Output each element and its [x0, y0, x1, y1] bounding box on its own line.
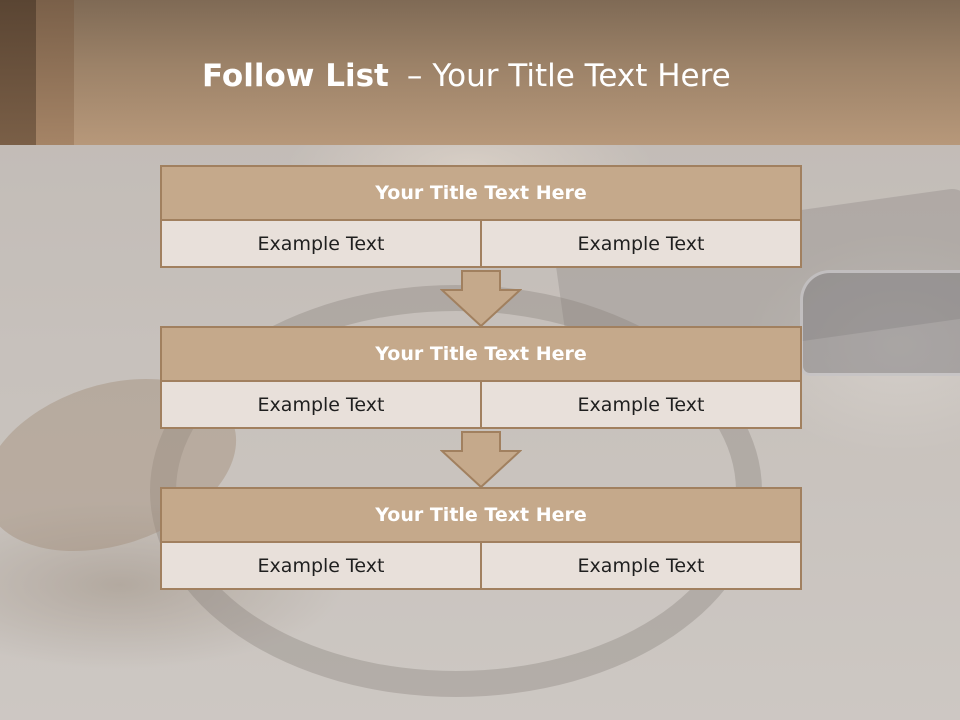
slide-title[interactable]: Follow List–Your Title Text Here — [202, 54, 731, 98]
header-accent-stripe — [0, 0, 36, 145]
flow-step-row: Example Text Example Text — [160, 541, 802, 590]
flow-step-cell-right[interactable]: Example Text — [480, 219, 802, 268]
photo-side-mirror — [800, 270, 960, 376]
flow-step-title[interactable]: Your Title Text Here — [160, 487, 802, 543]
flow-step[interactable]: Your Title Text Here Example Text Exampl… — [160, 165, 802, 268]
flow-step[interactable]: Your Title Text Here Example Text Exampl… — [160, 326, 802, 429]
flow-step-row: Example Text Example Text — [160, 219, 802, 268]
flow-step-title[interactable]: Your Title Text Here — [160, 326, 802, 382]
flow-step-title[interactable]: Your Title Text Here — [160, 165, 802, 221]
flow-step-cell-right[interactable]: Example Text — [480, 541, 802, 590]
down-arrow-icon — [440, 431, 522, 489]
flow-step-cell-left[interactable]: Example Text — [160, 541, 482, 590]
flow-step[interactable]: Your Title Text Here Example Text Exampl… — [160, 487, 802, 590]
flow-step-cell-right[interactable]: Example Text — [480, 380, 802, 429]
header-band: Follow List–Your Title Text Here — [0, 0, 960, 145]
flow-step-row: Example Text Example Text — [160, 380, 802, 429]
flow-step-cell-left[interactable]: Example Text — [160, 380, 482, 429]
down-arrow-icon — [440, 270, 522, 328]
title-rest: Your Title Text Here — [432, 58, 731, 94]
flow-step-cell-left[interactable]: Example Text — [160, 219, 482, 268]
title-separator: – — [406, 58, 423, 94]
header-accent-stripe — [36, 0, 74, 145]
title-bold: Follow List — [202, 58, 389, 94]
